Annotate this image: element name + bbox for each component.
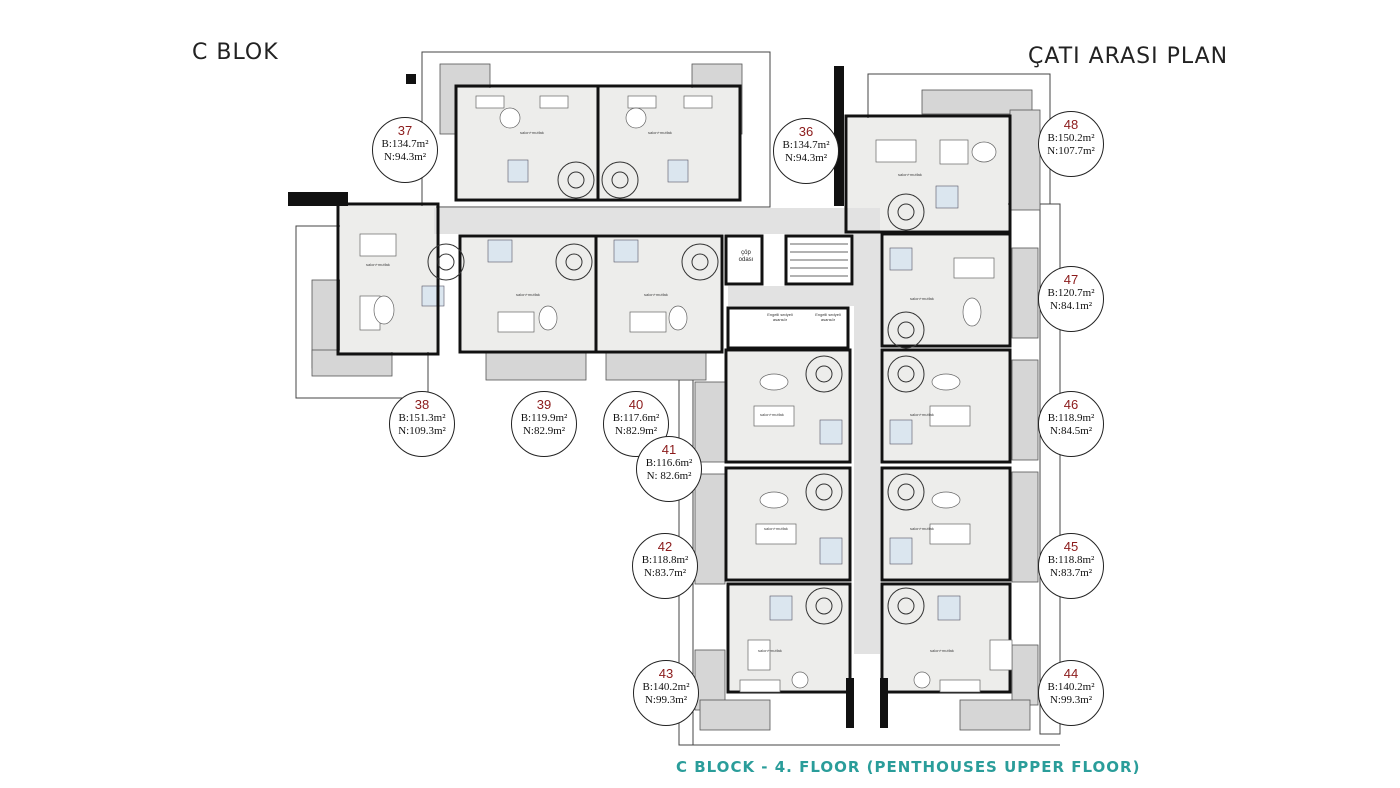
svg-text:salon+mutfak: salon+mutfak	[910, 296, 934, 301]
unit-net-area: N:82.9m²	[614, 425, 658, 437]
floor-caption: C BLOCK - 4. FLOOR (PENTHOUSES UPPER FLO…	[676, 758, 1141, 776]
unit-badge: 37 B:134.7m² N:94.3m²	[372, 117, 438, 183]
unit-net-area: N:83.7m²	[1049, 567, 1093, 579]
unit-gross-area: B:134.7m²	[782, 139, 830, 151]
unit-badge: 38 B:151.3m² N:109.3m²	[389, 391, 455, 457]
unit-gross-area: B:151.3m²	[398, 412, 446, 424]
unit-net-area: N:107.7m²	[1047, 145, 1095, 157]
unit-badge: 43 B:140.2m² N:99.3m²	[633, 660, 699, 726]
unit-gross-area: B:150.2m²	[1047, 132, 1095, 144]
unit-gross-area: B:134.7m²	[381, 138, 429, 150]
unit-net-area: N: 82.6m²	[646, 470, 692, 482]
unit-net-area: N:82.9m²	[522, 425, 566, 437]
unit-gross-area: B:120.7m²	[1047, 287, 1095, 299]
unit-number: 47	[1063, 272, 1079, 287]
unit-number: 48	[1063, 117, 1079, 132]
unit-badge: 41 B:116.6m² N: 82.6m²	[636, 436, 702, 502]
svg-text:salon+mutfak: salon+mutfak	[366, 262, 390, 267]
unit-gross-area: B:116.6m²	[645, 457, 693, 469]
unit-number: 46	[1063, 397, 1079, 412]
unit-net-area: N:84.5m²	[1049, 425, 1093, 437]
unit-number: 41	[661, 442, 677, 457]
unit-badge: 48 B:150.2m² N:107.7m²	[1038, 111, 1104, 177]
unit-badge: 45 B:118.8m² N:83.7m²	[1038, 533, 1104, 599]
unit-number: 43	[658, 666, 674, 681]
unit-net-area: N:109.3m²	[398, 425, 446, 437]
unit-badge: 42 B:118.8m² N:83.7m²	[632, 533, 698, 599]
trash-room-label: çöp odası	[738, 250, 754, 263]
unit-net-area: N:94.3m²	[784, 152, 828, 164]
unit-number: 42	[657, 539, 673, 554]
svg-text:salon+mutfak: salon+mutfak	[516, 292, 540, 297]
unit-gross-area: B:140.2m²	[1047, 681, 1095, 693]
block-title: C BLOK	[192, 40, 279, 65]
unit-number: 45	[1063, 539, 1079, 554]
svg-text:salon+mutfak: salon+mutfak	[760, 412, 784, 417]
unit-number: 37	[397, 123, 413, 138]
unit-gross-area: B:117.6m²	[612, 412, 660, 424]
unit-gross-area: B:118.9m²	[1047, 412, 1095, 424]
unit-badge: 36 B:134.7m² N:94.3m²	[773, 118, 839, 184]
unit-badge: 47 B:120.7m² N:84.1m²	[1038, 266, 1104, 332]
unit-number: 40	[628, 397, 644, 412]
unit-badge: 44 B:140.2m² N:99.3m²	[1038, 660, 1104, 726]
svg-text:salon+mutfak: salon+mutfak	[644, 292, 668, 297]
unit-number: 38	[414, 397, 430, 412]
unit-number: 39	[536, 397, 552, 412]
elevator-label: Engelli sedyeli asansör	[815, 312, 841, 322]
plan-title: ÇATI ARASI PLAN	[1028, 44, 1229, 69]
unit-net-area: N:99.3m²	[1049, 694, 1093, 706]
svg-text:salon+mutfak: salon+mutfak	[520, 130, 544, 135]
svg-text:salon+mutfak: salon+mutfak	[910, 412, 934, 417]
unit-net-area: N:99.3m²	[644, 694, 688, 706]
unit-number: 36	[798, 124, 814, 139]
unit-gross-area: B:140.2m²	[642, 681, 690, 693]
svg-text:salon+mutfak: salon+mutfak	[910, 526, 934, 531]
svg-text:salon+mutfak: salon+mutfak	[758, 648, 782, 653]
unit-net-area: N:83.7m²	[643, 567, 687, 579]
unit-gross-area: B:118.8m²	[641, 554, 689, 566]
svg-text:salon+mutfak: salon+mutfak	[930, 648, 954, 653]
unit-badge: 39 B:119.9m² N:82.9m²	[511, 391, 577, 457]
svg-text:salon+mutfak: salon+mutfak	[898, 172, 922, 177]
svg-text:salon+mutfak: salon+mutfak	[764, 526, 788, 531]
unit-gross-area: B:119.9m²	[520, 412, 568, 424]
unit-gross-area: B:118.8m²	[1047, 554, 1095, 566]
svg-text:salon+mutfak: salon+mutfak	[648, 130, 672, 135]
unit-net-area: N:94.3m²	[383, 151, 427, 163]
elevator-label: Engelli sedyeli asansör	[767, 312, 793, 322]
unit-number: 44	[1063, 666, 1079, 681]
unit-net-area: N:84.1m²	[1049, 300, 1093, 312]
unit-badge: 46 B:118.9m² N:84.5m²	[1038, 391, 1104, 457]
